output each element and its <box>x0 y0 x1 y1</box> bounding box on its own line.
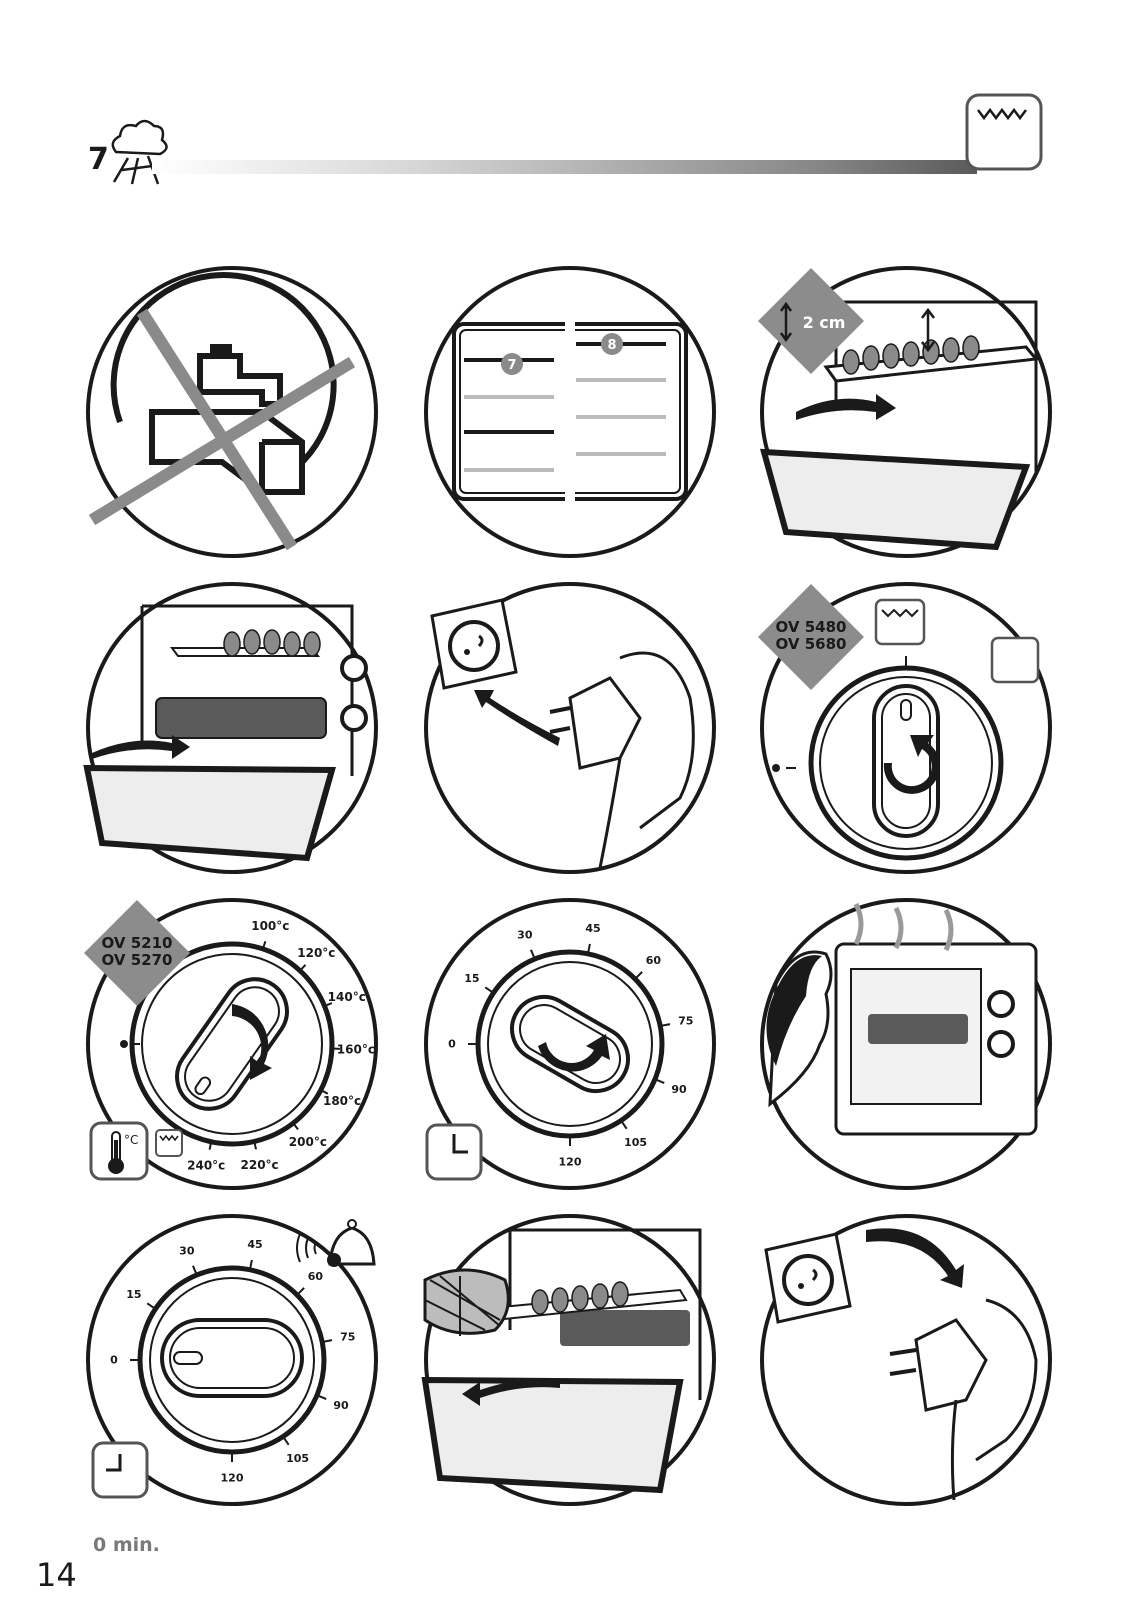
dial-tick <box>587 943 591 953</box>
dial-tick <box>299 964 307 972</box>
section-number: 7 <box>88 142 109 177</box>
dial-tick <box>530 949 535 958</box>
dial-tick <box>484 986 493 993</box>
dial-tick-label: 60 <box>646 954 662 967</box>
model-label-4: OV 5270 <box>102 951 173 969</box>
dial-tick-label: 105 <box>286 1452 309 1465</box>
rack-low-label: 7 <box>507 358 516 373</box>
dial-tick <box>249 1259 253 1269</box>
model-label-1: OV 5480 <box>776 618 847 636</box>
oven-mode-icon <box>964 92 1044 172</box>
panel-rack-positions: 7 8 <box>420 262 720 562</box>
socket-icon <box>424 596 520 692</box>
dial-tick <box>661 1023 671 1027</box>
dial-tick-label: 120°c <box>297 946 335 960</box>
dial-tick-label: 220°c <box>241 1158 279 1172</box>
page-number: 14 <box>36 1556 77 1594</box>
dial-tick <box>320 1089 329 1095</box>
dial-tick-label: 100°c <box>251 919 289 933</box>
dial-tick <box>324 1002 333 1008</box>
dial-tick-label: 90 <box>333 1399 349 1412</box>
dial-tick-label: 75 <box>340 1331 355 1344</box>
panel-no-water <box>82 262 382 562</box>
clock-icon-end <box>90 1440 150 1500</box>
dial-tick-label: 180°c <box>323 1094 361 1108</box>
model-tag-a: OV 5480 OV 5680 <box>756 582 866 692</box>
dial-tick-label: 140°c <box>328 990 366 1004</box>
dial-tick-label: 75 <box>678 1015 693 1028</box>
dial-tick <box>261 940 267 950</box>
clock-icon <box>424 1122 484 1182</box>
panel-timer-end: 0 15 30 45 60 75 90 105 120 <box>82 1210 382 1510</box>
dial-tick-label: 160°c <box>337 1043 375 1057</box>
rack-top-label: 8 <box>607 338 616 353</box>
dial-tick-label: 30 <box>179 1245 195 1258</box>
panel-remove-food <box>420 1210 720 1510</box>
dial-tick <box>635 971 643 979</box>
spacing-label: 2 cm <box>803 313 846 332</box>
dial-tick <box>192 1265 197 1274</box>
timer-zero-label: 0 min. <box>93 1534 160 1556</box>
model-tag-b: OV 5210 OV 5270 <box>82 898 192 1008</box>
thermometer-icon: °C <box>88 1120 150 1182</box>
model-label-2: OV 5680 <box>776 635 847 653</box>
dial-tick <box>253 1141 258 1150</box>
oven-mode-small-icon <box>154 1128 184 1158</box>
dial-tick-label: 120 <box>221 1472 244 1485</box>
dial-tick-label: 15 <box>126 1288 141 1301</box>
dial-tick <box>297 1287 305 1295</box>
dial-tick <box>656 1079 665 1084</box>
panel-check-cooking <box>756 894 1056 1194</box>
dial-tick-label: 0 <box>110 1354 118 1367</box>
dial-tick <box>323 1339 333 1343</box>
panel-insert-tray <box>82 578 382 878</box>
dial-tick-label: 45 <box>247 1238 262 1251</box>
celsius-unit: °C <box>124 1133 138 1147</box>
model-label-3: OV 5210 <box>102 934 173 952</box>
socket-icon-unplug <box>758 1230 854 1326</box>
section-divider-bar <box>152 160 977 174</box>
dial-tick-label: 90 <box>671 1083 687 1096</box>
dial-tick <box>292 1122 299 1131</box>
dial-tick <box>621 1121 628 1130</box>
spacing-tag: 2 cm <box>756 266 866 376</box>
dial-tick-label: 120 <box>559 1156 582 1169</box>
dial-tick <box>146 1302 155 1309</box>
dial-tick-label: 105 <box>624 1136 647 1149</box>
bell-icon <box>290 1214 380 1284</box>
steam-icon <box>104 112 174 192</box>
dial-tick <box>208 1141 213 1150</box>
dial-tick-label: 30 <box>517 929 533 942</box>
dial-tick <box>283 1437 290 1446</box>
dial-tick-label: 200°c <box>289 1135 327 1149</box>
panel-timer-set: 0 15 30 45 60 75 90 105 120 <box>420 894 720 1194</box>
dial-tick <box>318 1395 327 1400</box>
dial-tick-label: 0 <box>448 1038 456 1051</box>
dial-tick-label: 60 <box>308 1270 324 1283</box>
dial-tick-label: 240°c <box>187 1158 225 1172</box>
dial-tick-label: 45 <box>585 922 600 935</box>
dial-tick-label: 15 <box>464 972 479 985</box>
